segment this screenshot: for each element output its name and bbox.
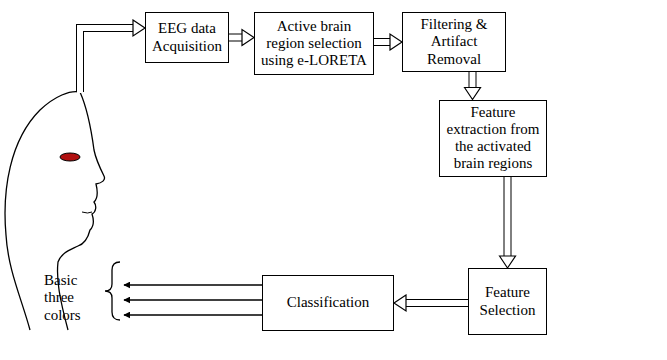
process-box: Filtering & Artifact Removal	[402, 12, 506, 72]
box-text: Active brain region selection using e-LO…	[259, 18, 369, 70]
hollow-arrow	[465, 72, 481, 100]
process-box: Feature extraction from the activated br…	[439, 100, 547, 177]
box-text: Classification	[287, 294, 370, 311]
eye	[60, 153, 80, 161]
process-box: Feature Selection	[468, 268, 547, 335]
mouth	[82, 212, 92, 213]
process-box: Classification	[262, 275, 394, 331]
input-arrow	[80, 20, 145, 93]
process-box: Active brain region selection using e-LO…	[254, 12, 374, 75]
box-text: Feature extraction from the activated br…	[444, 104, 542, 173]
process-box: EEG data Acquisition	[145, 12, 229, 63]
output-label: Basic three colors	[44, 272, 106, 324]
box-text: Filtering & Artifact Removal	[407, 16, 501, 68]
box-text: EEG data Acquisition	[150, 20, 224, 55]
output-arrows	[124, 285, 262, 315]
brace	[105, 262, 120, 320]
hollow-arrow	[500, 177, 516, 269]
hollow-arrow	[229, 30, 254, 46]
box-text: Feature Selection	[473, 284, 542, 319]
hollow-arrow	[394, 295, 468, 311]
hollow-arrow	[374, 34, 402, 50]
